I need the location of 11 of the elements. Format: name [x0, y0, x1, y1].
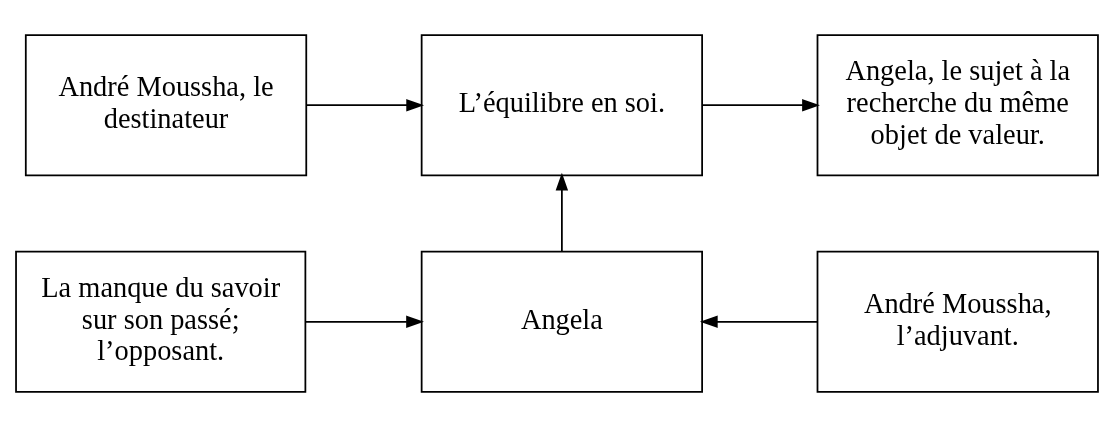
arrow: [304, 315, 424, 328]
node-box: André Moussha, l’adjuvant.: [816, 250, 1099, 393]
node-box: André Moussha, le destinateur: [24, 33, 308, 176]
node-box: L’équilibre en soi.: [420, 33, 703, 176]
arrow: [699, 315, 819, 328]
node-box: Angela, le sujet à la recherche du même objet de valeur.: [816, 33, 1099, 176]
arrow: [305, 98, 425, 111]
arrow: [701, 98, 820, 111]
node-box: Angela: [420, 250, 703, 393]
arrow: [555, 172, 569, 252]
node-box: La manque du savoir sur son passé; l’opposant.: [15, 250, 307, 393]
